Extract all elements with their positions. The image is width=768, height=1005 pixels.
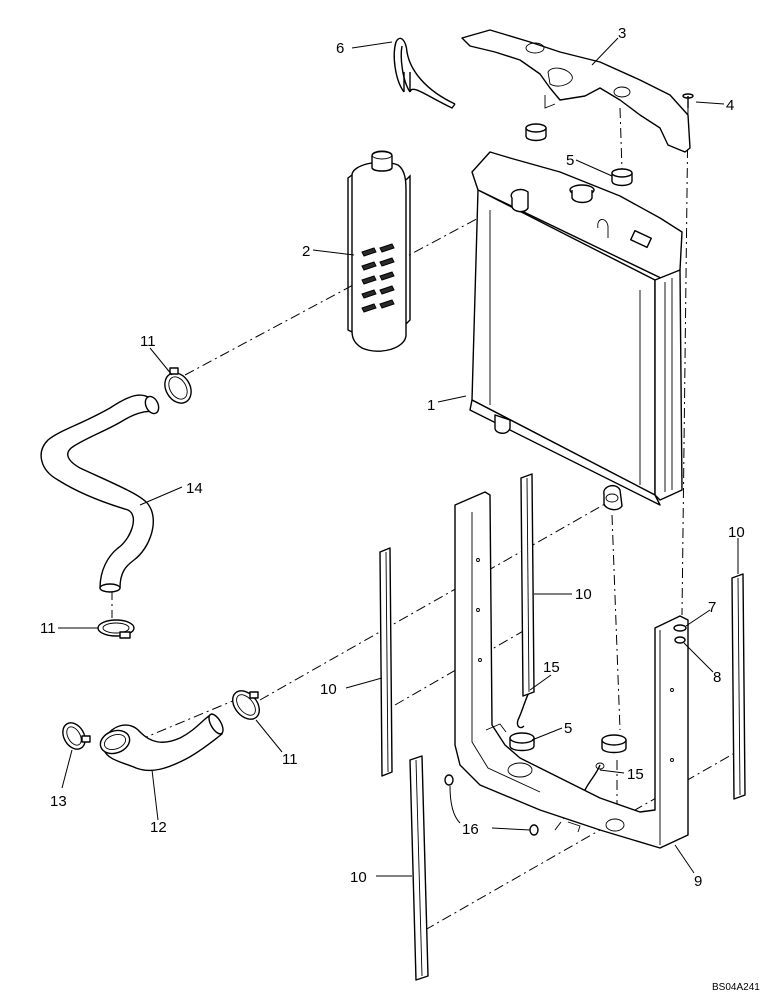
callout-7: 7	[708, 599, 716, 616]
callout-8: 8	[713, 669, 721, 686]
bolt	[682, 93, 694, 108]
hose-clamp-upper	[164, 367, 192, 404]
radiator	[469, 151, 683, 511]
callout-10-right: 10	[728, 524, 745, 541]
callout-11-left: 11	[40, 620, 56, 637]
callout-16: 16	[462, 821, 479, 838]
callout-5-upper: 5	[566, 152, 574, 169]
seal-strip-center	[520, 473, 535, 697]
callout-11-upper: 11	[140, 333, 156, 350]
clamp-13	[62, 722, 91, 750]
leader-lines	[58, 37, 739, 877]
callout-10-center: 10	[575, 586, 592, 603]
upper-radiator-hose	[40, 394, 160, 593]
cable-ties	[516, 689, 605, 791]
callout-15-upper: 15	[543, 659, 560, 676]
grommets	[444, 774, 539, 836]
hose-clamp-lower-hose	[97, 619, 135, 639]
callout-12: 12	[150, 819, 167, 836]
callout-4: 4	[726, 97, 734, 114]
lower-radiator-hose	[99, 713, 224, 772]
callout-14: 14	[186, 480, 203, 497]
callout-13: 13	[50, 793, 67, 810]
callout-15-lower: 15	[627, 766, 644, 783]
reference-code: BS04A241	[712, 982, 760, 993]
hose-clamp-lower	[232, 690, 260, 720]
washer-and-nut	[673, 624, 687, 644]
callout-5-lower: 5	[564, 720, 572, 737]
lower-rubber-mounts	[509, 732, 627, 754]
lower-support-frame	[454, 491, 689, 849]
callout-1: 1	[427, 397, 435, 414]
callout-3: 3	[618, 25, 626, 42]
callout-9: 9	[694, 873, 702, 890]
seal-strip-right	[731, 573, 746, 800]
seal-strip-left-upper	[379, 547, 393, 777]
callout-labels: 1 2 3 4 5 5 6 7 8 9 10 10 10 10 11 11 11…	[40, 25, 760, 993]
overflow-hose	[393, 37, 456, 109]
callout-2: 2	[302, 243, 310, 260]
upper-bracket	[461, 29, 691, 153]
coolant-reservoir	[347, 150, 411, 352]
reservoir-level-marks	[361, 243, 395, 313]
upper-rubber-mounts	[525, 123, 633, 187]
callout-10-left-upper: 10	[320, 681, 337, 698]
callout-10-left-lower: 10	[350, 869, 367, 886]
seal-strip-left-lower	[409, 755, 429, 981]
callout-6: 6	[336, 40, 344, 57]
callout-11-lower: 11	[282, 751, 298, 768]
